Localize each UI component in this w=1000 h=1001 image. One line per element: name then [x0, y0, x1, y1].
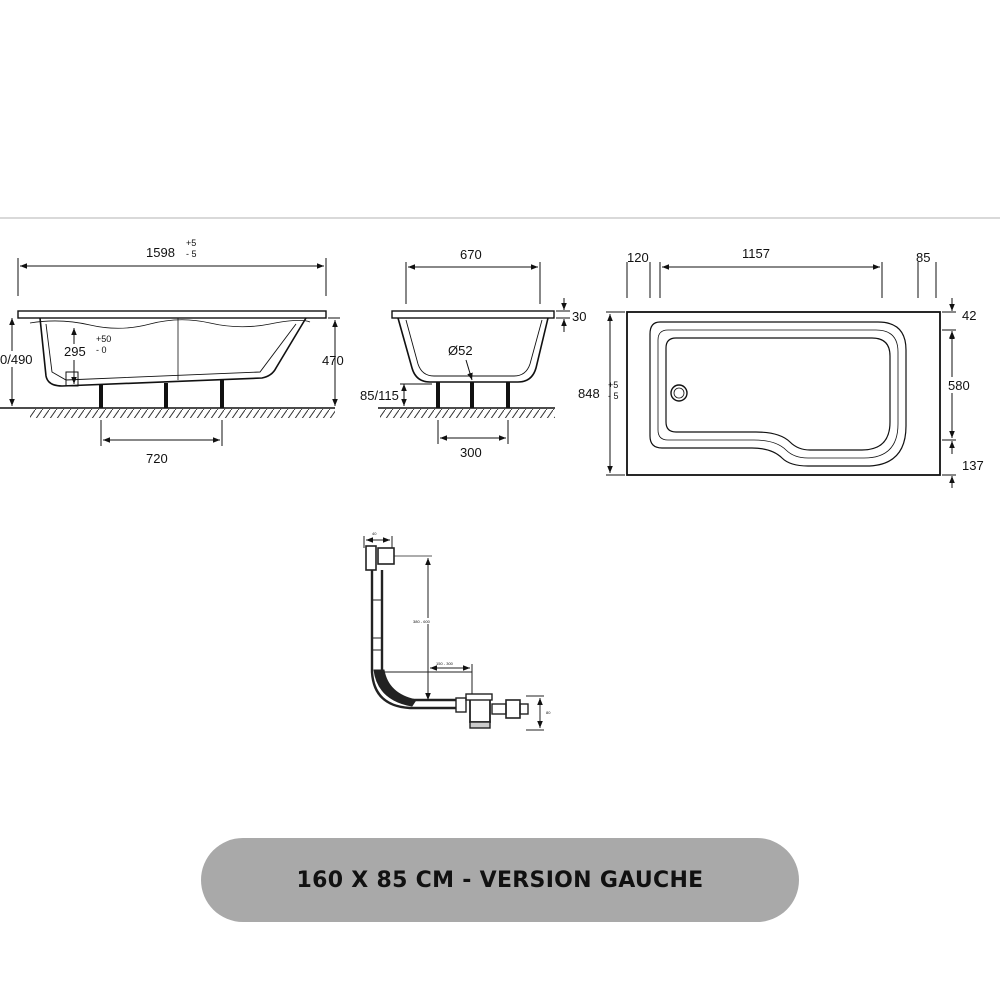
side-seat-label: 295: [64, 344, 86, 359]
top-bottom-margin-label: 137: [962, 458, 984, 473]
side-left-height-label: 0/490: [0, 352, 33, 367]
drain-detail: [363, 536, 544, 731]
side-view: [0, 258, 340, 446]
drain-pipe-inner: [380, 570, 456, 702]
end-feet-spacing-label: 300: [460, 445, 482, 460]
side-length-tol-plus: +5: [186, 238, 196, 248]
side-length-label: 1598: [146, 245, 175, 260]
side-rim: [17, 310, 327, 319]
end-rim-label: 30: [572, 309, 586, 324]
side-length-tol-minus: - 5: [186, 249, 197, 259]
top-width-label: 848: [578, 386, 600, 401]
end-width-label: 670: [460, 247, 482, 262]
side-tub-body: [39, 317, 307, 387]
drain-vertical-dim-label: 380 - 600: [413, 619, 431, 624]
top-basin-inner: [665, 337, 891, 451]
top-outline: [626, 311, 941, 476]
drain-outlet: [505, 699, 521, 719]
end-tub-body: [397, 317, 549, 383]
end-rim: [391, 310, 555, 319]
top-basin-length-label: 1157: [742, 246, 770, 261]
drain-side-dim-label: 80: [546, 710, 551, 715]
end-view-labels: 670 30 Ø52 85/115 300: [360, 247, 586, 460]
end-foot-height-label: 85/115: [360, 388, 399, 403]
top-view-labels: 120 1157 85 848 +5 - 5 42 580 137: [576, 246, 984, 473]
side-seat-tol-minus: - 0: [96, 345, 107, 355]
side-feet-spacing-label: 720: [146, 451, 168, 466]
end-floor-hatch: [380, 409, 555, 418]
top-view: [606, 262, 956, 488]
header-divider: [0, 217, 1000, 219]
drain-flex-hose: [373, 669, 417, 707]
side-view-labels: 1598 +5 - 5 0/490 295 +50 - 0 470 720: [0, 238, 344, 466]
top-width-tol-plus: +5: [608, 380, 618, 390]
drain-horizontal-dim-label: 150 - 300: [436, 661, 454, 666]
top-right-margin-label: 85: [916, 250, 930, 265]
end-drain-label: Ø52: [448, 343, 473, 358]
top-drain: [670, 384, 688, 402]
side-seat-tol-plus: +50: [96, 334, 111, 344]
top-basin-width-label: 580: [948, 378, 970, 393]
caption-text: 160 X 85 CM - VERSION GAUCHE: [296, 867, 704, 893]
end-tub-inner: [405, 319, 543, 377]
side-drain: [65, 371, 79, 387]
top-basin-outer: [649, 321, 907, 467]
side-floor-hatch: [30, 409, 335, 418]
drain-detail-labels: 40 380 - 600 150 - 300 80: [372, 531, 551, 715]
top-width-tol-minus: - 5: [608, 391, 619, 401]
top-basin-mid: [657, 329, 899, 459]
end-drain-leader: [465, 359, 473, 381]
drain-trap: [469, 721, 491, 729]
caption-banner: 160 X 85 CM - VERSION GAUCHE: [201, 838, 799, 922]
side-water-line: [29, 319, 311, 329]
side-rim-height-label: 470: [322, 353, 344, 368]
top-left-margin-label: 120: [627, 250, 649, 265]
drain-overflow-plate: [365, 545, 377, 571]
drain-pipe-outer: [370, 570, 456, 710]
drain-overflow-knob: [377, 547, 395, 565]
drain-top-dim-label: 40: [372, 531, 377, 536]
top-margin-label: 42: [962, 308, 976, 323]
end-view: [378, 262, 570, 444]
